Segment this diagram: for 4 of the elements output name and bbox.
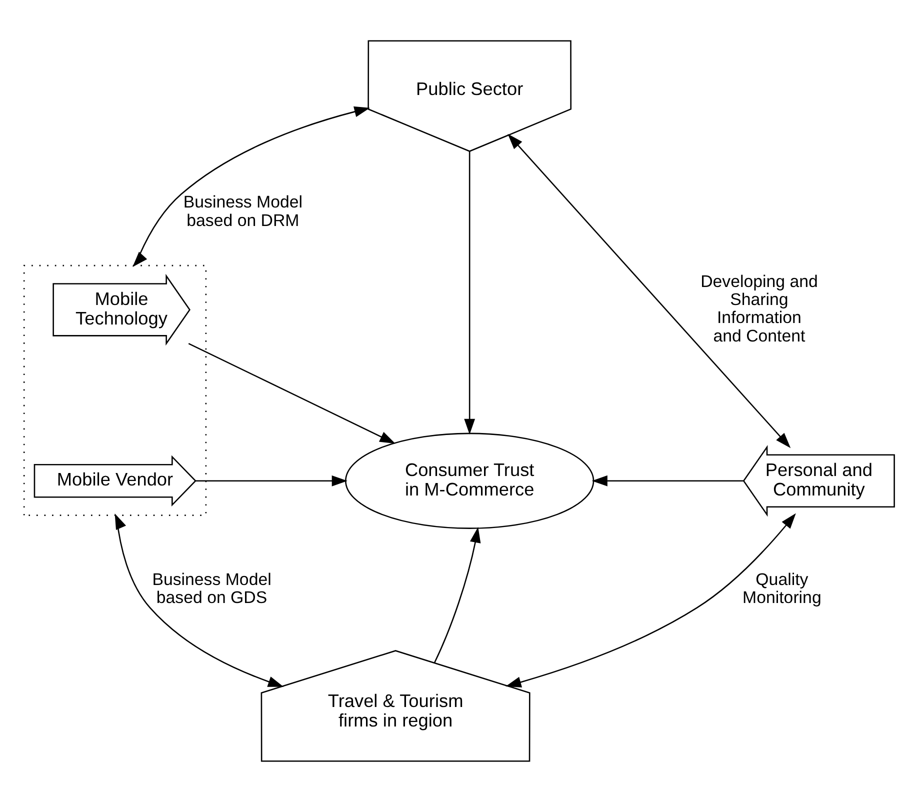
- edge-label: Quality Monitoring: [742, 570, 822, 608]
- edge-label: Business Model based on DRM: [183, 192, 303, 230]
- edge-label: Business Model based on GDS: [152, 570, 272, 608]
- edge-label: Developing and Sharing Information and Content: [700, 272, 818, 346]
